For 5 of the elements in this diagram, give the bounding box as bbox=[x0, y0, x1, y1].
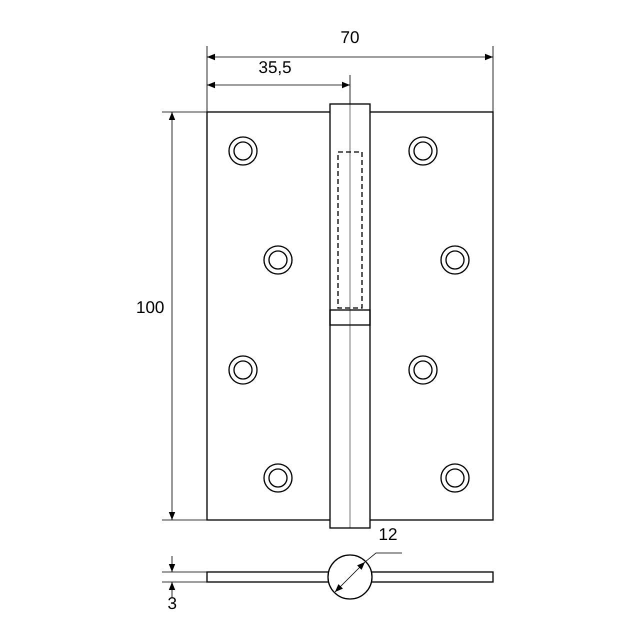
dimension-label: 12 bbox=[378, 525, 398, 545]
dimension-label: 35,5 bbox=[258, 58, 292, 78]
dimension-label: 3 bbox=[168, 594, 177, 614]
dimension-label: 70 bbox=[340, 28, 360, 48]
dimension-label: 100 bbox=[136, 298, 164, 318]
